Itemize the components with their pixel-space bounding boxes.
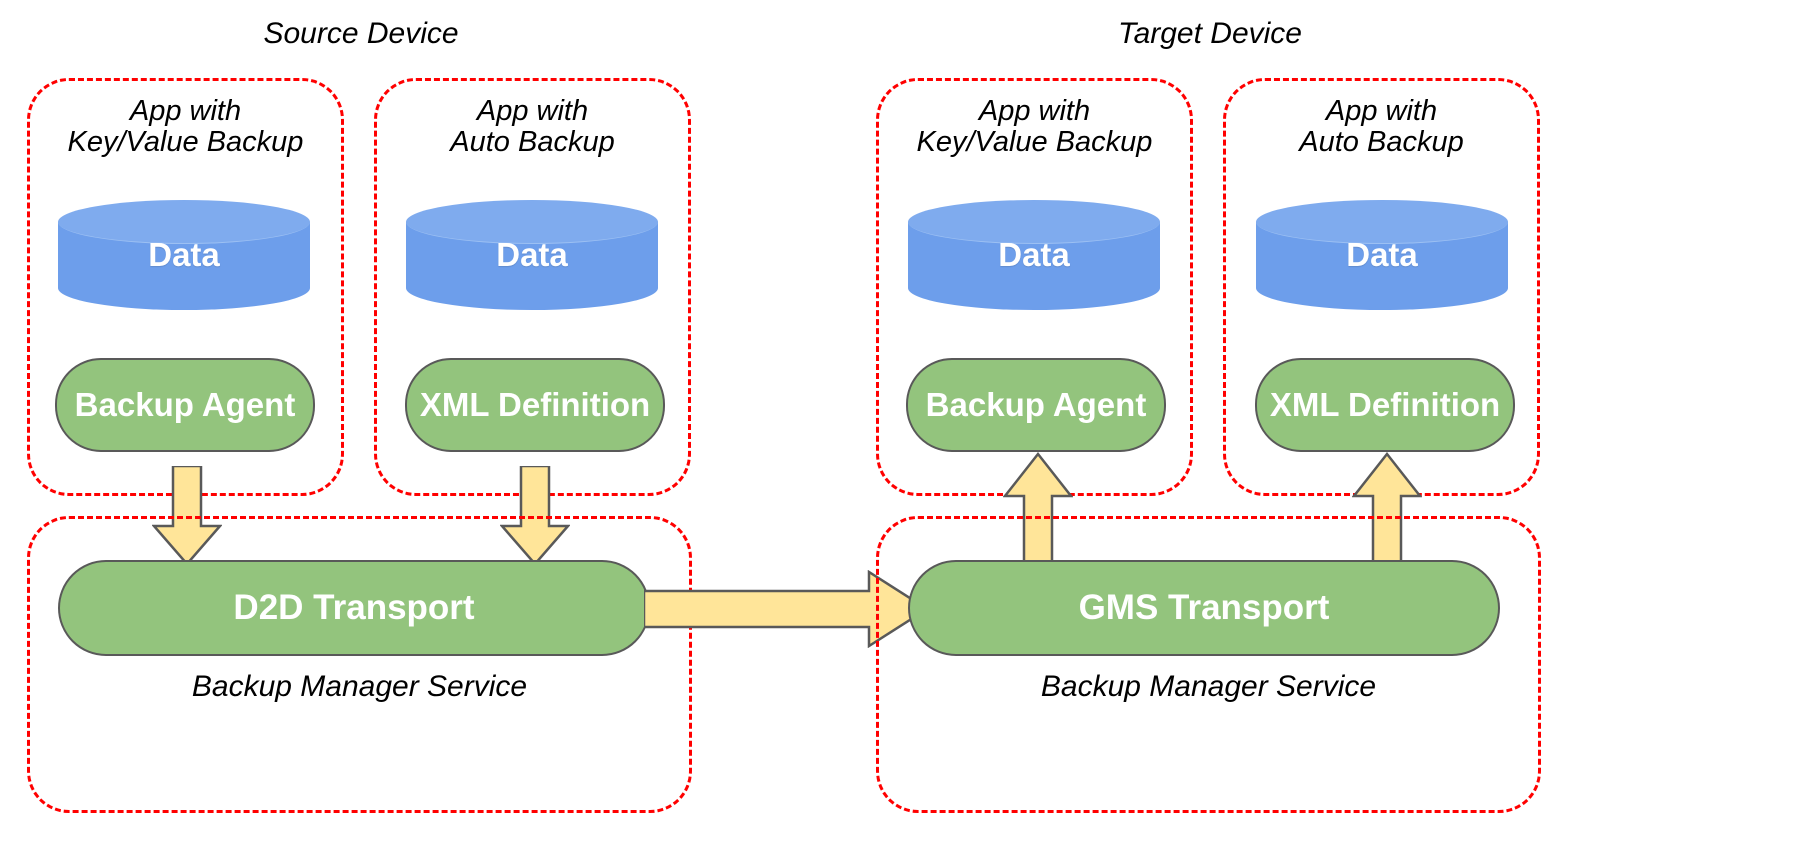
- source-backup-manager-service-container[interactable]: [27, 516, 692, 813]
- source-app-kv-data-cylinder: Data: [58, 200, 310, 310]
- target-app-auto-data-label: Data: [1346, 236, 1418, 273]
- source-backup-agent-box[interactable]: Backup Agent: [55, 358, 315, 452]
- d2d-transport-box[interactable]: D2D Transport: [58, 560, 650, 656]
- source-xml-definition-label: XML Definition: [419, 386, 651, 423]
- source-app-auto-data-cylinder: Data: [406, 200, 658, 310]
- source-auto-down-arrow: [500, 466, 570, 566]
- cylinder-top-ellipse: [908, 200, 1160, 244]
- source-xml-definition-box[interactable]: XML Definition: [405, 358, 665, 452]
- source-backup-agent-label: Backup Agent: [74, 386, 296, 423]
- target-backup-agent-label: Backup Agent: [925, 386, 1147, 423]
- target-backup-manager-service-caption: Backup Manager Service: [1040, 670, 1377, 703]
- target-app-auto-data-cylinder: Data: [1256, 200, 1508, 310]
- cylinder-top-ellipse: [58, 200, 310, 244]
- source-kv-down-arrow: [152, 466, 222, 566]
- d2d-to-gms-transfer-arrow: [644, 570, 929, 648]
- cylinder-top-ellipse: [1256, 200, 1508, 244]
- source-app-kv-data-label: Data: [148, 236, 220, 273]
- source-app-kv-caption: App with Key/Value Backup: [67, 95, 304, 159]
- source-backup-manager-service-caption: Backup Manager Service: [191, 670, 528, 703]
- source-device-title: Source Device: [263, 17, 459, 50]
- d2d-transport-label: D2D Transport: [233, 588, 475, 627]
- target-app-kv-data-label: Data: [998, 236, 1070, 273]
- target-app-kv-data-cylinder: Data: [908, 200, 1160, 310]
- target-backup-manager-service-container[interactable]: [876, 516, 1541, 813]
- gms-transport-label: GMS Transport: [1078, 588, 1330, 627]
- cylinder-top-ellipse: [406, 200, 658, 244]
- target-xml-definition-box[interactable]: XML Definition: [1255, 358, 1515, 452]
- gms-transport-box[interactable]: GMS Transport: [908, 560, 1500, 656]
- target-app-kv-caption: App with Key/Value Backup: [916, 95, 1153, 159]
- target-xml-definition-label: XML Definition: [1269, 386, 1501, 423]
- target-backup-agent-box[interactable]: Backup Agent: [906, 358, 1166, 452]
- source-app-auto-data-label: Data: [496, 236, 568, 273]
- target-device-title: Target Device: [1118, 17, 1302, 50]
- target-app-auto-caption: App with Auto Backup: [1299, 95, 1464, 159]
- source-app-auto-caption: App with Auto Backup: [450, 95, 615, 159]
